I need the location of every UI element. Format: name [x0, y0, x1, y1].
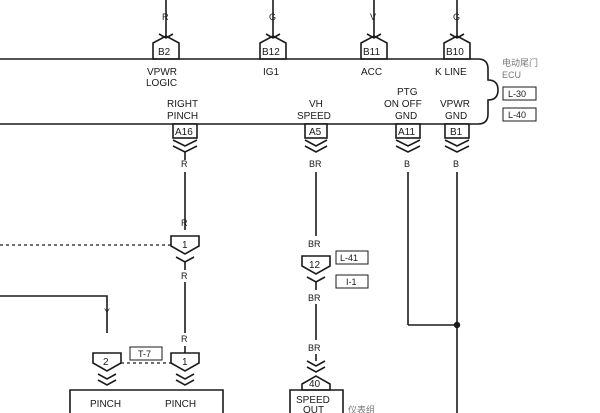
svg-text:IG1: IG1: [263, 67, 280, 78]
svg-text:12: 12: [309, 260, 321, 271]
wire-y: [0, 295, 108, 333]
svg-text:BR: BR: [308, 343, 321, 353]
svg-text:A16: A16: [175, 127, 193, 138]
svg-text:VH: VH: [309, 99, 323, 110]
svg-text:BR: BR: [308, 239, 321, 249]
top-pin-b11: V B11 ACC: [360, 0, 388, 78]
ecu-name-en: ECU: [502, 70, 521, 80]
wire-y-label: Y: [104, 307, 110, 317]
connector-r-1: R 1 R: [170, 218, 200, 333]
svg-text:VPWR: VPWR: [147, 67, 177, 78]
svg-text:PINCH: PINCH: [90, 399, 121, 410]
svg-text:A5: A5: [309, 127, 322, 138]
ref-badge-t7[interactable]: T-7: [129, 346, 163, 361]
svg-text:T-7: T-7: [138, 349, 151, 359]
svg-text:VPWR: VPWR: [440, 99, 470, 110]
bottom-pin-a5: VH SPEED A5 BR: [297, 99, 331, 169]
svg-text:L-40: L-40: [508, 110, 526, 120]
connector-br-12: BR 12 BR: [301, 239, 331, 340]
bottom-pin-a16: RIGHT PINCH A16 R: [167, 99, 198, 169]
ecu-ref-badge-2[interactable]: L-40: [502, 107, 537, 122]
svg-text:LOGIC: LOGIC: [146, 78, 177, 89]
top-pin-b10: G B10 K LINE: [435, 0, 471, 78]
svg-text:R: R: [162, 12, 169, 22]
svg-text:1: 1: [182, 240, 188, 251]
speed-out-box: SPEED OUT: [289, 389, 344, 413]
svg-text:B12: B12: [262, 47, 280, 58]
svg-text:ON OFF: ON OFF: [384, 99, 422, 110]
svg-text:SPEED: SPEED: [297, 111, 331, 122]
svg-text:40: 40: [309, 379, 321, 390]
svg-text:SPEED: SPEED: [296, 395, 330, 406]
svg-text:G: G: [453, 12, 460, 22]
svg-text:B11: B11: [363, 47, 380, 58]
ecu-outline: [0, 58, 499, 125]
svg-text:R: R: [181, 159, 188, 169]
connector-y-2: 2: [92, 352, 122, 386]
svg-text:B2: B2: [158, 47, 171, 58]
top-pin-b12: G B12 IG1: [259, 0, 287, 78]
svg-text:BR: BR: [309, 159, 322, 169]
svg-text:RIGHT: RIGHT: [167, 99, 198, 110]
svg-text:G: G: [269, 12, 276, 22]
svg-text:L-30: L-30: [508, 89, 526, 99]
svg-text:GND: GND: [445, 111, 467, 122]
connector-r-lower-1: 1: [170, 352, 200, 386]
svg-text:K LINE: K LINE: [435, 67, 467, 78]
svg-text:1: 1: [182, 357, 188, 368]
svg-text:B1: B1: [450, 127, 463, 138]
bottom-pin-b1: VPWR GND B1 B: [440, 99, 470, 169]
svg-text:PTG: PTG: [397, 87, 418, 98]
wire-r-lower-label: R: [181, 334, 188, 344]
svg-text:OUT: OUT: [303, 405, 324, 413]
svg-text:PINCH: PINCH: [167, 111, 198, 122]
cluster-label-cn: 仪表组: [348, 404, 375, 413]
top-pin-b2: R B2 VPWR LOGIC: [146, 0, 180, 89]
svg-text:BR: BR: [308, 293, 321, 303]
svg-text:R: R: [181, 271, 188, 281]
connector-br-40: BR 40: [301, 343, 331, 391]
svg-text:I-1: I-1: [346, 277, 357, 287]
svg-text:V: V: [370, 12, 376, 22]
svg-text:A11: A11: [398, 127, 415, 138]
svg-text:L-41: L-41: [340, 253, 358, 263]
svg-text:2: 2: [103, 357, 109, 368]
bottom-pin-a11: PTG ON OFF GND A11 B: [384, 87, 422, 169]
svg-text:B: B: [453, 159, 459, 169]
svg-text:R: R: [181, 218, 188, 228]
ref-badge-l41[interactable]: L-41: [335, 250, 369, 265]
ecu-ref-badge-1[interactable]: L-30: [502, 86, 537, 101]
svg-text:B: B: [404, 159, 410, 169]
svg-text:GND: GND: [395, 111, 417, 122]
svg-text:ACC: ACC: [361, 67, 382, 78]
pinch-sensor-box: PINCH PINCH: [69, 389, 224, 413]
splice-point: [453, 321, 461, 329]
svg-text:B10: B10: [446, 47, 464, 58]
ecu-name-cn: 电动尾门: [502, 57, 538, 68]
svg-text:PINCH: PINCH: [165, 399, 196, 410]
ref-badge-i1[interactable]: I-1: [335, 274, 369, 289]
